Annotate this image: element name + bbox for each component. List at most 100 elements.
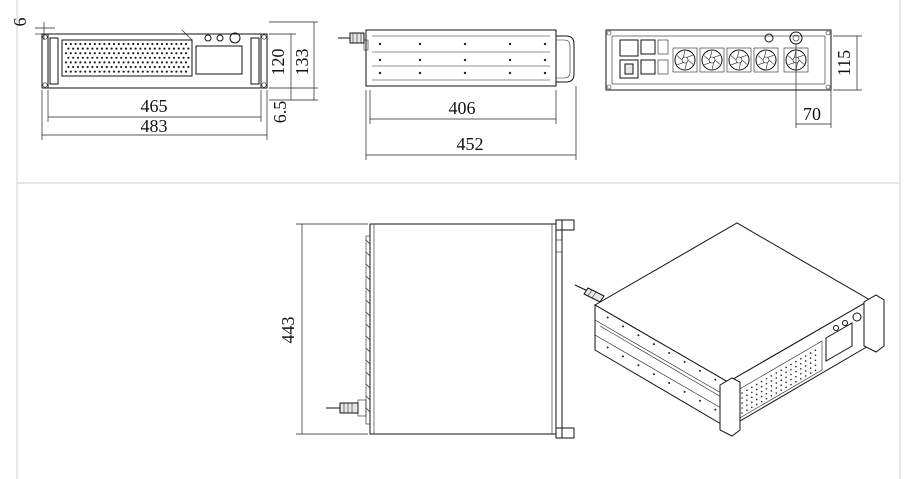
vent-hole <box>168 65 171 69</box>
vent-hole <box>158 65 161 69</box>
side-body-outline <box>365 29 557 87</box>
screw <box>543 71 547 75</box>
vent-hole <box>84 70 87 73</box>
screw <box>463 71 467 75</box>
vent-hole <box>146 70 149 73</box>
screw <box>543 42 547 46</box>
vent-hole <box>115 65 118 69</box>
screw <box>508 71 512 75</box>
vent-hole <box>67 65 70 69</box>
iso-key-switch <box>852 312 862 322</box>
vent-hole <box>120 56 123 59</box>
vent-hole <box>180 42 183 46</box>
top-body-outline <box>369 223 557 435</box>
vent-hole <box>132 52 135 55</box>
power-inlet <box>619 59 639 79</box>
display-screen <box>195 45 243 75</box>
vent-hole <box>115 56 118 59</box>
vent-hole <box>117 42 120 46</box>
vent-hole <box>175 42 178 46</box>
dim-465: 465 <box>141 96 168 116</box>
vent-hole <box>86 47 89 50</box>
vent-hole <box>180 70 183 73</box>
vent-hole <box>168 56 171 59</box>
top-view: 443 <box>278 219 575 439</box>
vent-hole <box>84 42 87 46</box>
vent-hole <box>165 42 168 46</box>
vent-hole <box>175 61 178 64</box>
vent-hole <box>110 47 113 50</box>
vent-hole <box>96 65 99 69</box>
vent-hole <box>139 56 142 59</box>
vent-hole <box>153 56 156 59</box>
vent-hole <box>108 70 111 73</box>
vent-hole <box>86 56 89 59</box>
vent-hole <box>74 61 77 64</box>
vent-hole <box>96 56 99 59</box>
dim-115: 115 <box>834 50 854 76</box>
vent-hole <box>108 61 111 64</box>
vent-hole <box>67 56 70 59</box>
vent-hole <box>141 42 144 46</box>
indicator-light <box>204 34 212 42</box>
vent-hole <box>170 42 173 46</box>
vent-hole <box>136 42 140 46</box>
key-switch <box>229 32 241 44</box>
vent-hole <box>184 70 188 73</box>
vent-hole <box>117 61 120 64</box>
vent-hole <box>91 47 94 50</box>
screw <box>508 58 512 62</box>
vent-hole <box>160 52 164 55</box>
vent-hole <box>81 56 84 59</box>
screw <box>378 58 382 62</box>
top-handle <box>555 219 575 231</box>
vent-hole <box>105 65 108 69</box>
vent-hole <box>79 52 82 55</box>
side-view: 406 452 <box>338 29 577 160</box>
mount-hole <box>261 82 267 88</box>
rear-port <box>764 33 774 43</box>
vent-hole <box>132 42 135 46</box>
vent-hole <box>76 56 80 59</box>
vent-hole <box>165 70 168 73</box>
vent-hole <box>120 47 123 50</box>
vent-hole <box>112 70 116 73</box>
vent-hole <box>112 52 116 55</box>
side-handle <box>556 35 575 83</box>
vent-hole <box>64 42 68 46</box>
vent-hole <box>177 65 180 69</box>
vent-hole <box>136 70 140 73</box>
vent-hole <box>124 65 128 69</box>
vent-hole <box>91 56 94 59</box>
vent-hole <box>165 52 168 55</box>
vent-hole <box>110 65 113 69</box>
vent-hole <box>165 61 168 64</box>
front-view: 465 483 6 120 133 6.5 <box>10 18 318 140</box>
vent-hole <box>158 56 161 59</box>
vent-hole <box>182 47 185 50</box>
vent-hole <box>76 47 80 50</box>
vent-hole <box>98 61 101 64</box>
screw <box>378 71 382 75</box>
dim-6: 6 <box>10 18 30 27</box>
vent-hole <box>170 52 173 55</box>
vent-hole <box>69 52 72 55</box>
vent-hole <box>91 65 94 69</box>
vent-hole <box>156 42 159 46</box>
vent-hole <box>93 52 96 55</box>
vent-hole <box>134 65 137 69</box>
fiber-port <box>789 31 803 45</box>
vent-hole <box>172 47 176 50</box>
vent-hole <box>88 61 92 64</box>
vent-hole <box>187 65 190 69</box>
vent-hole <box>79 61 82 64</box>
vent-hole <box>100 56 104 59</box>
vent-hole <box>129 47 132 50</box>
screw <box>463 58 467 62</box>
vent-hole <box>84 52 87 55</box>
screw <box>543 58 547 62</box>
vent-hole <box>141 70 144 73</box>
mount-hole <box>42 82 48 88</box>
vent-hole <box>64 52 68 55</box>
